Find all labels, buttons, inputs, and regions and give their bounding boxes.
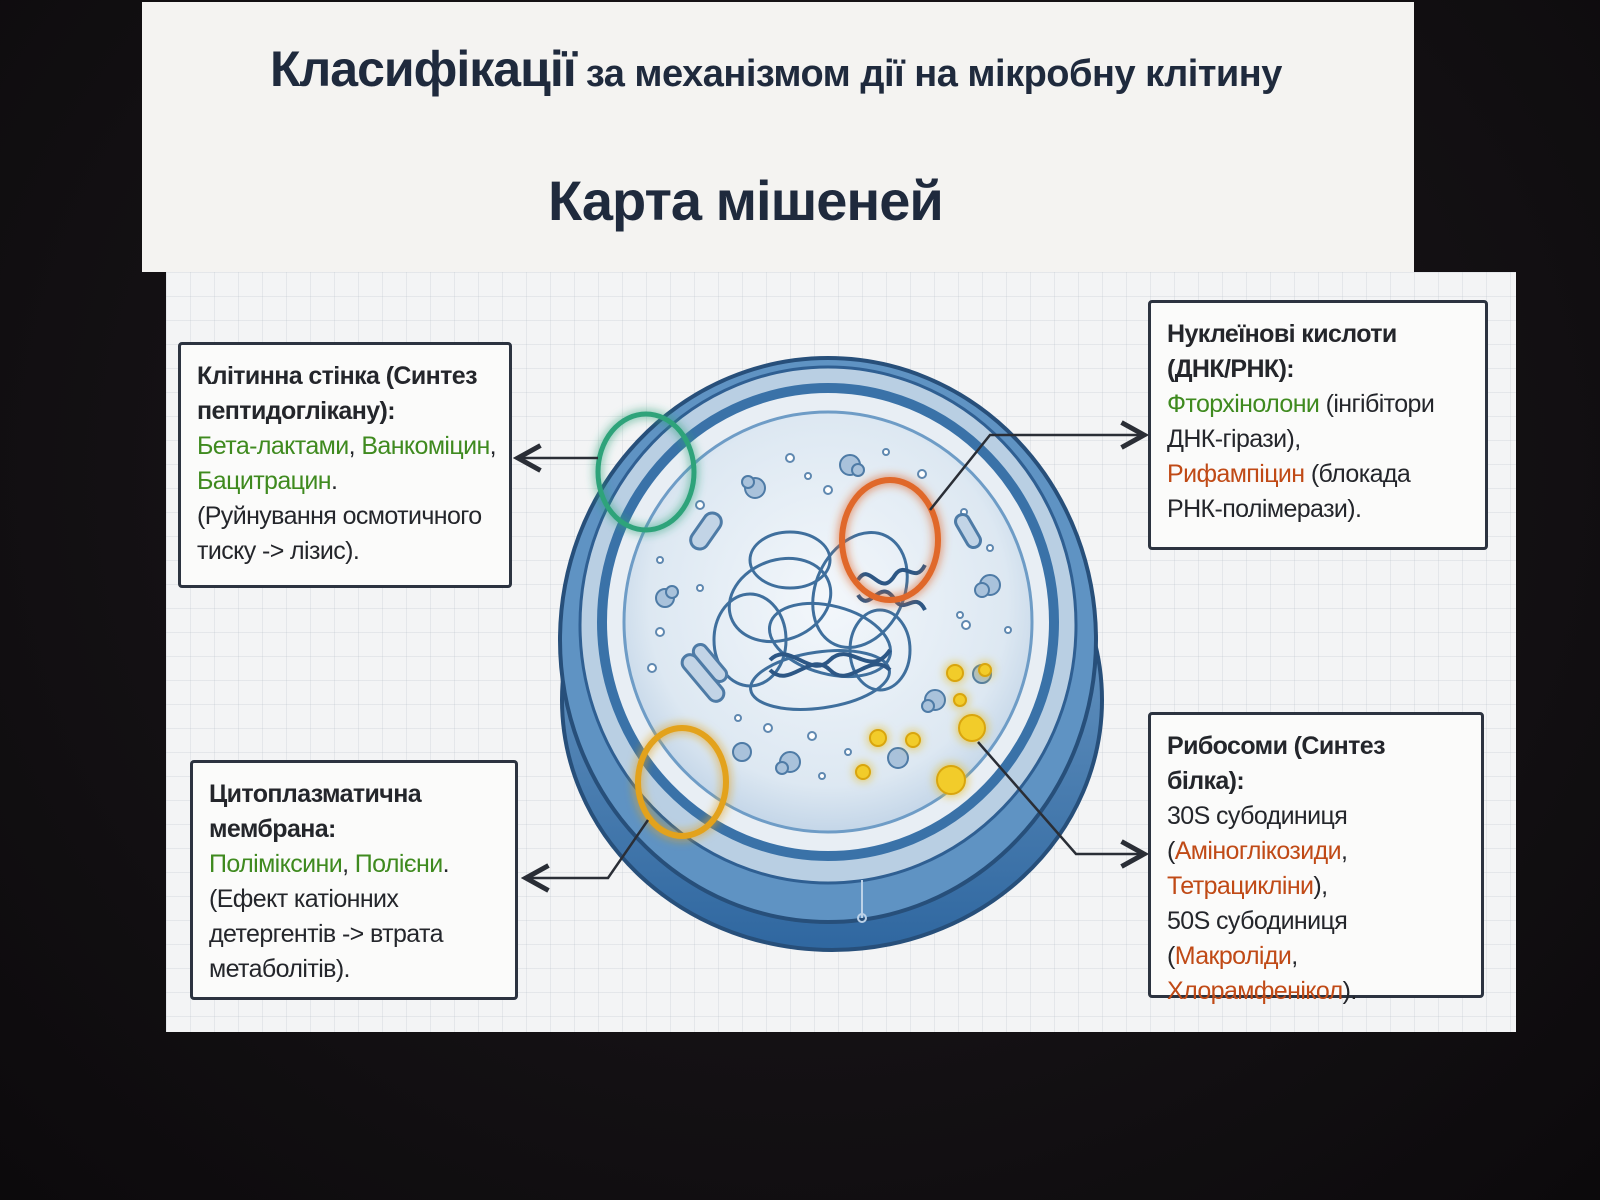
title-main: Класифікації — [270, 41, 577, 97]
cytoplasm-granules — [655, 454, 1001, 775]
arrow-nucleic — [929, 435, 1144, 511]
membrane-title-1: Цитоплазматична — [209, 780, 422, 808]
cell-wall-title-1: Клітинна стінка (Синтез — [197, 362, 478, 390]
cell-wall-title-2: пептидоглікану): — [197, 397, 396, 425]
organelle-vesicles — [680, 511, 982, 703]
cell-outer-wall — [558, 356, 1104, 952]
membrane-note-3: метаболітів). — [209, 955, 351, 983]
arrow-membrane — [526, 819, 650, 878]
drug-rifampicin: Рифампіцин — [1167, 460, 1305, 488]
drug-macrolides: Макроліди — [1174, 942, 1292, 970]
drug-tetracyclines: Тетрацикліни — [1167, 872, 1314, 900]
drug-fluoroquinolones: Фторхінолони — [1167, 390, 1320, 418]
membrane-note-1: (Ефект катіонних — [209, 885, 399, 913]
ribosome-icon — [855, 663, 992, 795]
arrow-ribosome — [977, 741, 1144, 854]
membrane-note-2: детергентів -> втрата — [209, 920, 444, 948]
membrane-highlight-ring — [635, 725, 729, 839]
ribosomes-info-box: Рибосоми (Синтез білка): 30S субодиниця … — [1148, 712, 1484, 1005]
ribosome-30s: 30S субодиниця — [1167, 802, 1348, 830]
nucleic-text-2: ДНК-гірази), — [1167, 425, 1301, 453]
ribosome-50s: 50S субодиниця — [1167, 907, 1348, 935]
nucleoid-dna-icon — [712, 530, 927, 711]
drug-beta-lactams: Бета-лактами — [197, 432, 349, 460]
cytoplasm-dots — [647, 448, 1012, 780]
nucleic-title-1: Нуклеїнові кислоти — [1167, 320, 1397, 348]
connector-arrows — [518, 435, 1144, 878]
ribosome-title: Рибосоми (Синтез білка): — [1167, 732, 1386, 795]
nucleic-acid-highlight-ring — [839, 477, 941, 603]
membrane-title-2: мембрана: — [209, 815, 336, 843]
cell-wall-note-2: тиску -> лізис). — [197, 537, 360, 565]
title-subtitle: за механізмом дії на мікробну клітину — [585, 53, 1283, 95]
drug-bacitracin: Бацитрацин — [197, 467, 332, 495]
nucleic-text-4: РНК-полімерази). — [1167, 495, 1362, 523]
nucleic-acids-info-box: Нуклеїнові кислоти (ДНК/РНК): Фторхіноло… — [1148, 300, 1488, 550]
drug-vancomycin: Ванкоміцин — [361, 432, 490, 460]
cell-wall-info-box: Клітинна стінка (Синтез пептидоглікану):… — [178, 342, 512, 588]
cell-wall-note-1: (Руйнування осмотичного — [197, 502, 482, 530]
nucleic-title-2: (ДНК/РНК): — [1167, 355, 1295, 383]
membrane-info-box: Цитоплазматична мембрана: Поліміксини, П… — [190, 760, 518, 1000]
cell-wall-highlight-ring — [595, 411, 697, 533]
map-title: Карта мішеней — [548, 169, 944, 232]
drug-polymyxins: Поліміксини — [209, 850, 343, 878]
drug-aminoglycosides: Аміноглікозиди — [1174, 837, 1342, 865]
drug-chloramphenicol: Хлорамфенікол — [1167, 977, 1343, 1005]
drug-polyenes: Полієни — [354, 850, 443, 878]
slide-header-area — [142, 2, 1414, 272]
